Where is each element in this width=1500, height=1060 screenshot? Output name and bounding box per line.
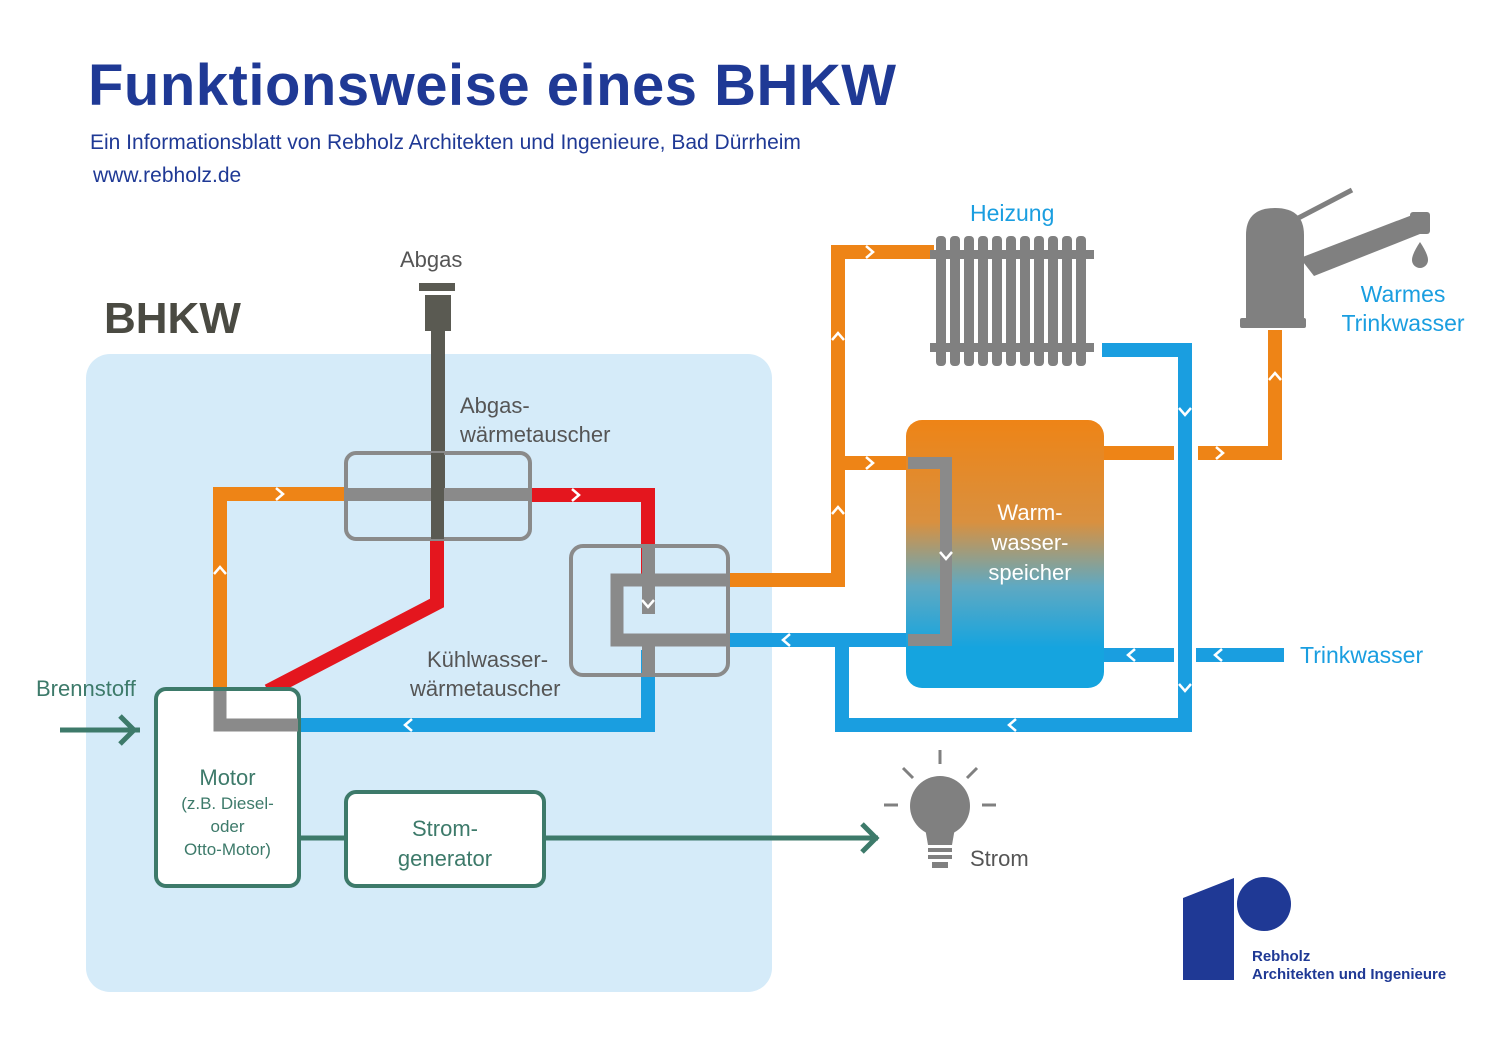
strom-label: Strom bbox=[970, 846, 1029, 871]
bhkw-label: BHKW bbox=[104, 294, 241, 343]
brennstoff-label: Brennstoff bbox=[36, 676, 136, 701]
generator-label-2: generator bbox=[397, 846, 493, 871]
website-link[interactable]: www.rebholz.de bbox=[93, 164, 242, 187]
motor-box bbox=[154, 687, 301, 888]
rebholz-logo-text: Rebholz Architekten und Ingenieure bbox=[1252, 948, 1446, 984]
page-subtitle: Ein Informationsblatt von Rebholz Archit… bbox=[90, 131, 801, 154]
hot-water-pipe-internal bbox=[213, 487, 348, 695]
heizung-label: Heizung bbox=[970, 200, 1055, 226]
warm-water-label-2: Trinkwasser bbox=[1341, 310, 1465, 336]
storage-tank-label: Warm- wasser- speicher bbox=[960, 498, 1100, 588]
page-title: Funktionsweise eines BHKW bbox=[88, 53, 897, 118]
flow-arrows bbox=[213, 245, 1282, 732]
motor-label: Motor (z.B. Diesel- oder Otto-Motor) bbox=[156, 764, 299, 861]
trinkwasser-label: Trinkwasser bbox=[1300, 642, 1424, 668]
storage-tank-label-1: Warm- bbox=[997, 500, 1063, 525]
cold-water-pipe bbox=[298, 343, 1284, 732]
warm-water-label: Warmes Trinkwasser bbox=[1330, 280, 1476, 338]
generator-label-1: Strom- bbox=[412, 816, 478, 841]
coolant-heat-exchanger bbox=[569, 544, 730, 677]
warm-water-label-1: Warmes bbox=[1360, 281, 1446, 307]
motor-label-3: oder bbox=[210, 817, 245, 836]
storage-tank-label-3: speicher bbox=[988, 560, 1072, 585]
fuel-arrow bbox=[118, 714, 138, 746]
power-arrow bbox=[860, 822, 880, 854]
tank-heating-coil bbox=[908, 457, 952, 646]
light-bulb-icon bbox=[884, 750, 996, 868]
logo-line-2: Architekten und Ingenieure bbox=[1252, 966, 1447, 983]
generator-label: Strom- generator bbox=[346, 814, 544, 874]
storage-tank-label-2: wasser- bbox=[991, 530, 1069, 555]
radiator-icon bbox=[930, 236, 1094, 366]
motor-label-4: Otto-Motor) bbox=[184, 840, 271, 859]
logo-line-1: Rebholz bbox=[1252, 948, 1311, 965]
motor-label-2: (z.B. Diesel- bbox=[181, 794, 274, 813]
kuehl-hx-label-1: Kühlwasser- bbox=[427, 647, 549, 672]
rebholz-logo-icon bbox=[1183, 877, 1291, 980]
abgas-hx-label-1: Abgas- bbox=[460, 393, 530, 418]
abgas-label: Abgas bbox=[400, 247, 463, 272]
kuehl-hx-label-2: wärmetauscher bbox=[410, 676, 561, 701]
faucet-icon bbox=[1240, 187, 1430, 328]
hot-water-storage-tank bbox=[906, 420, 1104, 688]
motor-coolant-pipe bbox=[213, 691, 298, 732]
exhaust-heat-exchanger bbox=[344, 451, 532, 541]
abgas-hx-label-2: wärmetauscher bbox=[460, 422, 611, 447]
motor-label-1: Motor bbox=[199, 765, 256, 790]
